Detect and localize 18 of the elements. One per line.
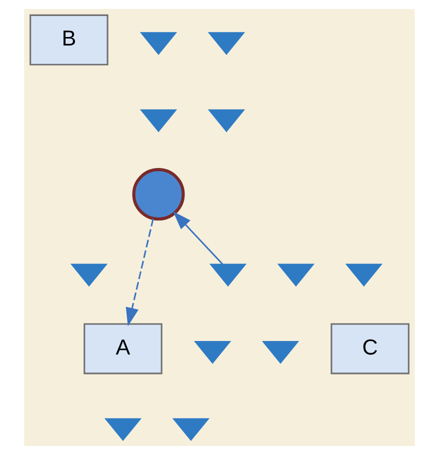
node-triangle <box>208 263 246 286</box>
node-triangle <box>207 32 245 54</box>
node-triangle <box>344 263 382 286</box>
node-triangle <box>261 340 299 364</box>
node-triangle <box>172 418 210 441</box>
node-triangle <box>193 340 231 364</box>
node-circle <box>132 168 184 220</box>
node-triangle <box>70 263 108 286</box>
node-box: A <box>83 322 162 374</box>
node-triangle <box>207 108 245 132</box>
node-triangle <box>139 32 177 54</box>
node-triangle <box>139 108 177 132</box>
node-box: C <box>330 322 409 374</box>
node-box: B <box>29 14 108 65</box>
arrow <box>172 210 223 264</box>
node-triangle <box>276 263 314 286</box>
arrow <box>125 218 154 326</box>
node-triangle <box>104 418 142 441</box>
